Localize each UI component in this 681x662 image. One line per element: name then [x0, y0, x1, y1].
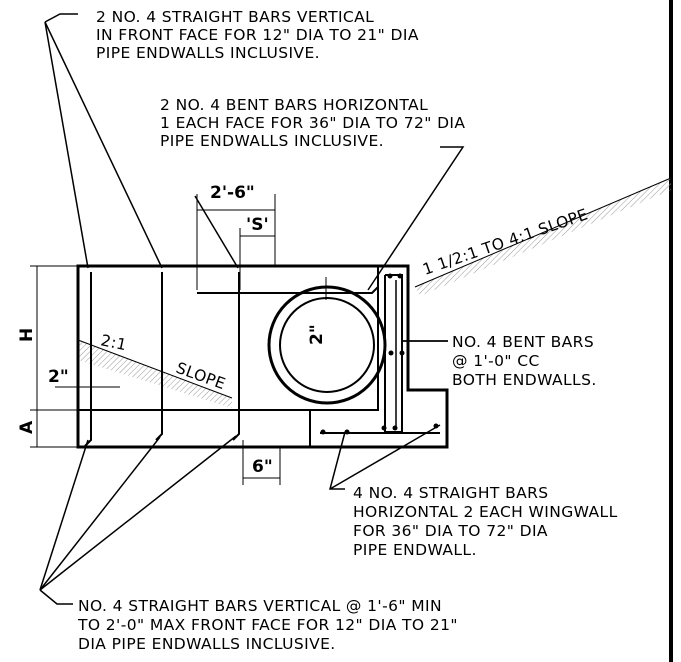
leader-bottom-bars [39, 589, 73, 605]
note-top-vertical-bars: 2 NO. 4 STRAIGHT BARS VERTICAL IN FRONT … [96, 8, 424, 62]
note-line: NO. 4 STRAIGHT BARS VERTICAL @ 1'-6" MIN [78, 597, 442, 615]
note-line: 4 NO. 4 STRAIGHT BARS [353, 484, 549, 502]
note-bent-bars-endwalls: NO. 4 BENT BARS @ 1'-0" CC BOTH ENDWALLS… [452, 333, 599, 389]
rebar-dot [387, 273, 393, 279]
leader-top-bars-3 [194, 195, 239, 269]
leader-bottom-bars-3 [39, 435, 237, 591]
note-line: 2 NO. 4 STRAIGHT BARS VERTICAL [96, 8, 374, 26]
note-line: BOTH ENDWALLS. [452, 371, 597, 389]
pipe-inner [279, 297, 375, 393]
wingwall-footing-recess [309, 266, 379, 447]
note-line: FOR 36" DIA TO 72" DIA [353, 522, 548, 540]
note-line: @ 1'-0" CC [452, 352, 540, 370]
note-line: NO. 4 BENT BARS [452, 333, 594, 351]
note-line: 1 EACH FACE FOR 36" DIA TO 72" DIA [160, 114, 465, 132]
dim-text-6in: 6" [252, 457, 273, 477]
left-slope-line [77, 339, 233, 399]
leader-wingwall [329, 424, 441, 490]
note-line: IN FRONT FACE FOR 12" DIA TO 21" DIA [96, 26, 419, 44]
vertical-bar-3 [232, 272, 240, 441]
note-line: PIPE ENDWALL. [353, 541, 477, 559]
dim-text-2in-pipe: 2" [307, 324, 327, 345]
right-slope-line [414, 177, 672, 288]
leader-top-bars [44, 13, 78, 23]
note-line: PIPE ENDWALLS INCLUSIVE. [96, 44, 320, 62]
pipe-outer [267, 285, 387, 405]
note-bent-bars-horizontal: 2 NO. 4 BENT BARS HORIZONTAL 1 EACH FACE… [160, 96, 471, 150]
dim-text-2-6: 2'-6" [210, 183, 255, 203]
right-slope-label: 1 1/2:1 TO 4:1 SLOPE [420, 205, 590, 279]
note-line: 2 NO. 4 BENT BARS HORIZONTAL [160, 96, 428, 114]
vertical-bar-2 [155, 272, 163, 441]
leader-top-bars-2 [44, 21, 89, 269]
rebar-dot [388, 350, 394, 356]
note-line: PIPE ENDWALLS INCLUSIVE. [160, 132, 384, 150]
rebar-dot [392, 425, 398, 431]
note-line: DIA PIPE ENDWALLS INCLUSIVE. [78, 635, 336, 653]
dim-text-s: 'S' [246, 215, 269, 235]
leader-bent-horizontal [367, 146, 465, 291]
note-line: HORIZONTAL 2 EACH WINGWALL [353, 503, 618, 521]
rebar-dot [399, 350, 405, 356]
rebar-dot [381, 425, 387, 431]
dim-text-2in-left: 2" [48, 367, 69, 387]
right-slope-hatch [415, 178, 671, 296]
dim-text-h: H [17, 328, 37, 342]
left-slope-hatch [78, 340, 232, 408]
rebar-dot [320, 429, 326, 435]
leader-top-bars-1 [44, 21, 163, 269]
leader-bottom-bars-2 [39, 436, 161, 591]
dim-text-a: A [17, 420, 37, 434]
note-bottom-vertical-bars: NO. 4 STRAIGHT BARS VERTICAL @ 1'-6" MIN… [77, 597, 463, 653]
left-slope-ratio: 2:1 [99, 331, 128, 354]
endwall-bent-bar [384, 274, 403, 433]
rebar-dot [397, 273, 403, 279]
note-line: TO 2'-0" MAX FRONT FACE FOR 12" DIA TO 2… [77, 616, 458, 634]
horizontal-bent-bar [197, 286, 379, 294]
note-wingwall-bars: 4 NO. 4 STRAIGHT BARS HORIZONTAL 2 EACH … [353, 484, 623, 559]
rebar-dot [344, 429, 350, 435]
leader-bottom-bars-1 [39, 439, 89, 591]
